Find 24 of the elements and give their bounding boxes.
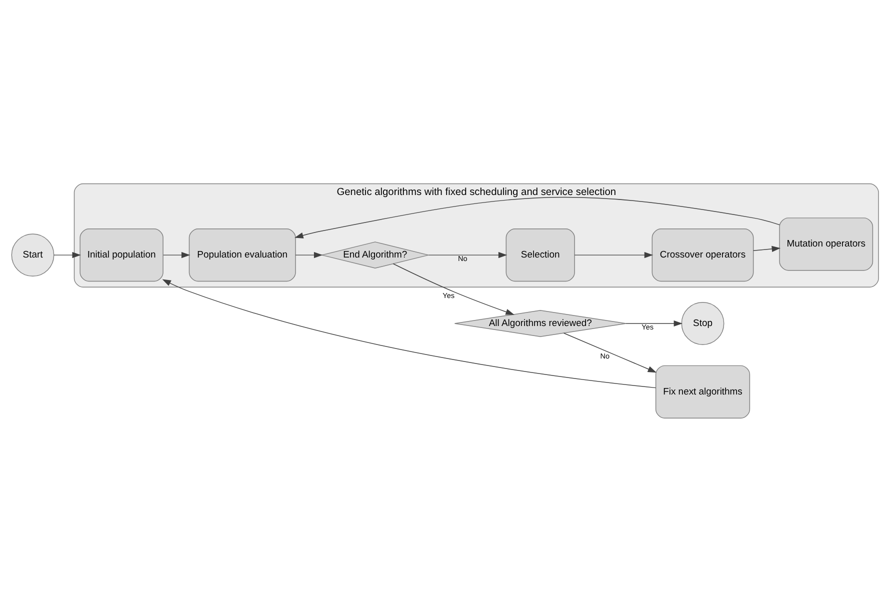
node-box: Fix next algorithms <box>655 364 750 418</box>
arrow <box>626 320 683 326</box>
node-box: Crossover operators <box>652 228 754 282</box>
edge-label: No <box>600 350 610 360</box>
arrow <box>163 252 190 258</box>
arrow <box>295 252 323 258</box>
arrow <box>753 245 781 252</box>
node-box: Mutation operators <box>779 217 874 270</box>
arrow <box>162 278 656 388</box>
arrow <box>428 252 508 258</box>
node-box: Initial population <box>80 228 164 282</box>
edge-label: Yes <box>642 322 654 331</box>
arrow <box>563 332 657 372</box>
node-circle: Start <box>11 233 54 276</box>
edge-label: Yes <box>442 290 455 300</box>
node-circle: Stop <box>681 302 724 344</box>
arrow <box>294 196 780 238</box>
node-diamond: End Algorithm? <box>321 241 429 268</box>
arrow <box>392 262 514 314</box>
arrow <box>54 252 81 258</box>
edge-label: No <box>458 253 468 262</box>
node-box: Population evaluation <box>188 228 296 282</box>
arrow <box>574 252 654 258</box>
node-box: Selection <box>506 228 575 282</box>
